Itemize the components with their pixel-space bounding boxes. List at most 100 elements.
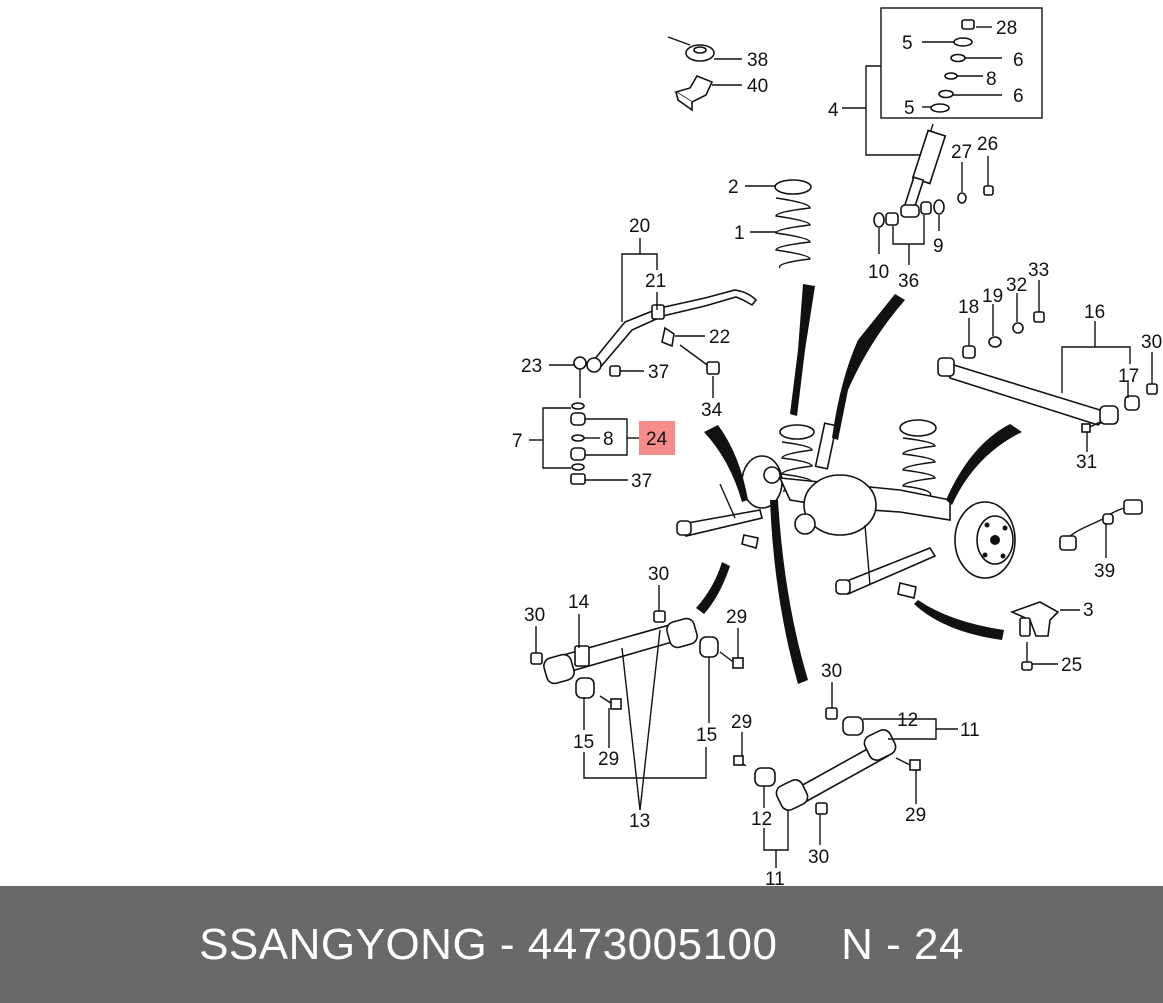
nut-30-lower-bottom — [815, 802, 828, 815]
callout-22: 22 — [709, 327, 730, 348]
washer-19 — [988, 336, 1002, 348]
washer-27 — [957, 192, 967, 204]
bolt-29-lower-left — [733, 755, 747, 767]
callout-16: 16 — [1084, 302, 1105, 323]
callout-30-right: 30 — [1141, 332, 1162, 353]
washer-5-bottom — [930, 103, 950, 113]
pointer-wedge-arm-center — [770, 500, 808, 684]
bolt-29-lower-right — [895, 757, 921, 771]
nut-8-top — [944, 72, 958, 80]
stabilizer-bar — [586, 289, 758, 373]
callout-28: 28 — [996, 18, 1017, 39]
nut-30-lower-top — [825, 707, 838, 720]
callout-27: 27 — [951, 142, 972, 163]
callout-9: 9 — [933, 236, 944, 257]
bushing-15-right — [699, 636, 719, 658]
control-arm-13 — [543, 617, 698, 685]
callout-30-lower-bottom: 30 — [808, 847, 829, 868]
bolt-31 — [1081, 421, 1101, 433]
callout-2: 2 — [728, 177, 739, 198]
bushing-10 — [873, 212, 885, 228]
bolt-38 — [667, 36, 715, 62]
callout-12-bottom: 12 — [751, 809, 772, 830]
callout-15-left: 15 — [573, 732, 594, 753]
callout-15-right: 15 — [696, 725, 717, 746]
callout-23: 23 — [521, 356, 542, 377]
callout-26: 26 — [977, 134, 998, 155]
bushing-12-bottom — [754, 767, 776, 787]
callout-10: 10 — [868, 262, 889, 283]
callout-37-bottom: 37 — [631, 471, 652, 492]
highlight-box-24 — [639, 421, 675, 455]
bolt-34 — [679, 344, 720, 375]
callout-17: 17 — [1118, 366, 1139, 387]
callout-30-left: 30 — [524, 605, 545, 626]
callout-11-top: 11 — [960, 720, 980, 741]
callout-5-top: 5 — [902, 33, 913, 54]
callout-12-top: 12 — [897, 710, 918, 731]
bushing-9 — [933, 199, 945, 215]
footer-banner: SSANGYONG - 4473005100 N - 24 — [0, 886, 1163, 1003]
coil-spring-top — [774, 179, 812, 269]
pointer-wedge-bracket — [914, 600, 1004, 640]
callout-31: 31 — [1076, 452, 1097, 473]
callout-37-top: 37 — [648, 362, 669, 383]
callout-14: 14 — [568, 592, 590, 613]
sleeve-36-right — [920, 201, 932, 215]
part-number-caption: SSANGYONG - 4473005100 N - 24 — [199, 919, 964, 969]
nut-33 — [1033, 311, 1045, 323]
callout-36: 36 — [898, 271, 919, 292]
pointer-wedge-arm-left — [696, 562, 730, 614]
callout-29-right: 29 — [726, 607, 747, 628]
link-rod-23 — [573, 356, 587, 398]
callout-32: 32 — [1006, 275, 1027, 296]
bushing-12-top — [842, 716, 864, 736]
callout-30-lower-top: 30 — [821, 661, 842, 682]
callout-39: 39 — [1094, 561, 1115, 582]
nut-30-mid — [653, 610, 666, 623]
bushing-18 — [962, 345, 976, 359]
nut-37-top — [609, 365, 621, 377]
callout-38: 38 — [747, 50, 768, 71]
callout-29-lower-right: 29 — [905, 805, 926, 826]
nut-26 — [983, 185, 994, 196]
shock-absorber — [900, 123, 947, 218]
bolt-25 — [1021, 642, 1033, 671]
pointer-wedge-left — [704, 425, 748, 502]
callout-30-mid: 30 — [648, 564, 669, 585]
nut-32 — [1012, 322, 1024, 334]
callout-8-top: 8 — [986, 69, 997, 90]
hardware-bracket-box — [880, 7, 1043, 119]
callout-40: 40 — [747, 76, 768, 97]
bushing-6-top — [950, 53, 966, 63]
nut-28 — [961, 19, 975, 30]
axle-assembly — [676, 419, 1016, 599]
sleeve-36-left — [885, 212, 899, 226]
parts-diagram: 38 40 28 5 6 8 5 6 4 27 26 2 1 10 9 36 2… — [512, 7, 1162, 886]
callout-21: 21 — [645, 271, 666, 292]
washer-5-top — [953, 37, 973, 47]
callout-29-left: 29 — [598, 749, 619, 770]
callout-29-lower-left: 29 — [731, 712, 752, 733]
callout-24: 24 — [646, 429, 668, 450]
bushing-15-left — [575, 677, 595, 699]
callout-33: 33 — [1028, 260, 1049, 281]
control-arm-11 — [775, 729, 897, 811]
callout-8-stack: 8 — [603, 429, 614, 450]
bracket-3 — [1009, 601, 1060, 637]
pointer-wedge-shock — [832, 294, 905, 440]
bushing-6-bottom — [938, 89, 954, 99]
callout-6-bottom: 6 — [1013, 86, 1024, 107]
callout-7: 7 — [512, 431, 523, 452]
callout-5-bottom: 5 — [904, 98, 915, 119]
pointer-wedge-spring — [790, 284, 815, 416]
nut-30-right — [1146, 383, 1158, 395]
callout-11-bottom: 11 — [765, 869, 785, 886]
lateral-rod — [937, 357, 1140, 426]
bolt-29-right — [719, 651, 744, 669]
sensor-connector-39 — [1059, 499, 1143, 551]
callout-19: 19 — [982, 286, 1003, 307]
callout-3: 3 — [1083, 600, 1094, 621]
callout-20: 20 — [629, 216, 650, 237]
callout-4: 4 — [828, 100, 839, 121]
